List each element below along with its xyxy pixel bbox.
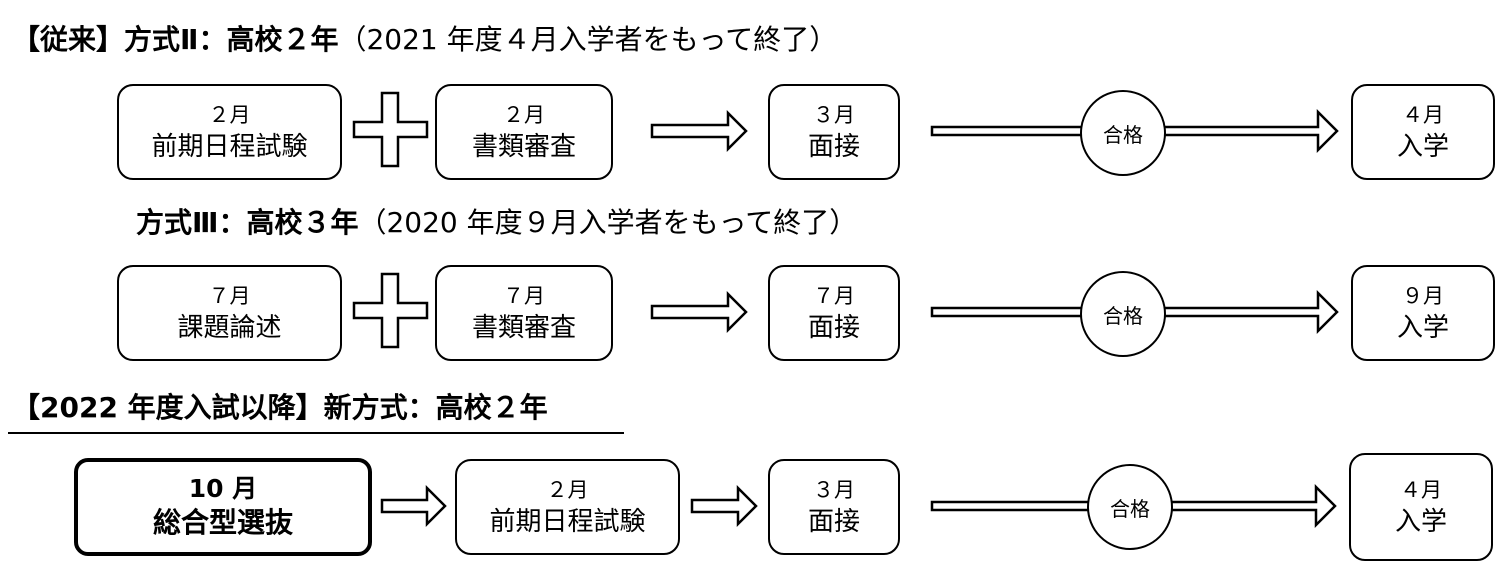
heading-old-method2-note: （2021 年度４月入学者をもって終了） [338, 23, 838, 56]
step-box: ７月 面接 [768, 265, 900, 361]
step-month: ４月 [1402, 103, 1444, 127]
arrow-right-icon [650, 290, 748, 334]
step-label: 入学 [1396, 132, 1449, 162]
step-box-highlight: 10 月 総合型選抜 [74, 458, 372, 556]
step-month: ３月 [813, 103, 855, 127]
step-label: 書類審査 [471, 132, 576, 162]
step-box: ２月 前期日程試験 [117, 84, 342, 180]
pass-circle: 合格 [1080, 271, 1166, 357]
connector-line [930, 125, 1084, 137]
step-box: ９月 入学 [1351, 265, 1495, 361]
step-month: ９月 [1402, 284, 1444, 308]
step-month: ２月 [208, 103, 251, 127]
step-box: ３月 面接 [768, 459, 900, 555]
heading-method3-title: 方式Ⅲ：高校３年 [136, 206, 359, 239]
plus-icon [352, 91, 429, 168]
step-label: 前期日程試験 [151, 132, 308, 162]
step-month: ２月 [546, 478, 589, 502]
step-label: 入学 [1396, 313, 1449, 343]
step-box: ７月 書類審査 [435, 265, 613, 361]
heading-old-method2-title: 【従来】方式Ⅱ：高校２年 [12, 23, 339, 56]
step-month: ２月 [503, 103, 545, 127]
connector-line [930, 306, 1084, 318]
step-month: ４月 [1400, 478, 1442, 502]
arrow-right-icon [380, 484, 447, 528]
heading-new-method: 【2022 年度入試以降】新方式：高校２年 [12, 390, 548, 426]
step-box: ３月 面接 [768, 84, 900, 180]
heading-old-method2: 【従来】方式Ⅱ：高校２年（2021 年度４月入学者をもって終了） [12, 22, 837, 58]
step-label: 面接 [807, 132, 860, 162]
heading-method3: 方式Ⅲ：高校３年（2020 年度９月入学者をもって終了） [136, 205, 857, 241]
step-label: 書類審査 [471, 313, 576, 343]
heading-new-method-title: 【2022 年度入試以降】新方式：高校２年 [12, 391, 548, 424]
arrow-right-icon [1162, 289, 1339, 335]
arrow-right-icon [690, 484, 758, 528]
arrow-right-icon [1168, 483, 1337, 529]
step-box: ４月 入学 [1349, 453, 1493, 561]
heading-new-underline [8, 432, 624, 434]
step-month: ７月 [813, 284, 855, 308]
step-box: ７月 課題論述 [117, 265, 342, 361]
heading-method3-note: （2020 年度９月入学者をもって終了） [358, 206, 858, 239]
plus-icon [352, 272, 429, 349]
step-box: ４月 入学 [1351, 84, 1495, 180]
step-month: 10 月 [188, 474, 258, 503]
step-label: 入学 [1394, 507, 1447, 537]
step-label: 前期日程試験 [489, 507, 646, 537]
step-month: ７月 [208, 284, 251, 308]
step-month: ３月 [813, 478, 855, 502]
step-label: 面接 [807, 507, 860, 537]
connector-line [930, 500, 1091, 512]
step-label: 面接 [807, 313, 860, 343]
step-box: ２月 書類審査 [435, 84, 613, 180]
step-label: 総合型選抜 [152, 506, 293, 539]
pass-circle: 合格 [1080, 90, 1166, 176]
arrow-right-icon [1162, 108, 1339, 154]
step-box: ２月 前期日程試験 [455, 459, 680, 555]
step-label: 課題論述 [177, 313, 282, 343]
arrow-right-icon [650, 109, 748, 153]
pass-circle: 合格 [1087, 464, 1173, 550]
step-month: ７月 [503, 284, 545, 308]
